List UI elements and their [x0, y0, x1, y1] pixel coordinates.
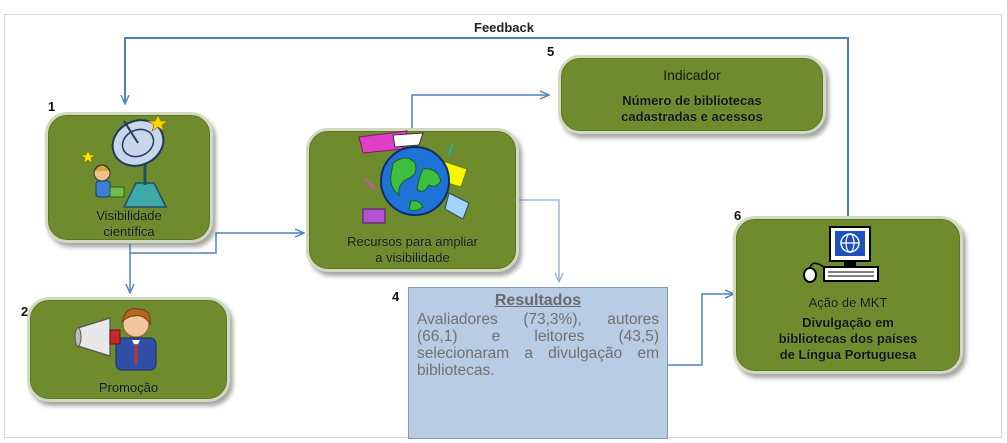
results-title: Resultados: [494, 292, 582, 309]
node-3-box: Recursos para ampliar a visibilidade: [306, 128, 519, 272]
node-5-line-2: cadastradas e acessos: [621, 109, 763, 124]
marketing-action-title: Ação de MKT: [808, 295, 888, 310]
indicator-title: Indicador: [663, 67, 721, 83]
node-1-number: 1: [48, 99, 56, 114]
node-4-number: 4: [392, 289, 400, 304]
node-6-number: 6: [734, 208, 742, 223]
node-4-results-box: Resultados Avaliadores (73,3%), autores …: [408, 287, 668, 439]
results-text: Avaliadores (73,3%), autores (66,1) e le…: [417, 311, 659, 379]
node-1-line-2: científica: [103, 224, 155, 239]
globe-icon: [358, 130, 470, 224]
node-3-line-1: Recursos para ampliar: [347, 234, 478, 249]
node-2-line-1: Promoção: [98, 380, 159, 395]
megaphone-person-icon: [74, 308, 157, 371]
feedback-label: Feedback: [474, 20, 534, 35]
node-2-number: 2: [21, 304, 29, 319]
node-1-line-1: Visibilidade: [96, 208, 162, 223]
satellite-dish-icon: [80, 114, 170, 208]
node-6-box: Ação de MKT Divulgação em bibliotecas do…: [733, 216, 963, 374]
node-5-number: 5: [547, 44, 555, 59]
node-2-box: Promoção: [27, 297, 230, 402]
computer-icon: [803, 226, 879, 283]
node-5-box: Indicador Número de bibliotecas cadastra…: [558, 55, 826, 134]
node-6-line-1: Divulgação em: [802, 315, 894, 330]
node-5-line-1: Número de bibliotecas: [622, 93, 762, 108]
node-1-box: Visibilidade científica: [45, 112, 213, 243]
node-6-line-2: bibliotecas dos países: [778, 331, 918, 346]
node-3-line-2: a visibilidade: [375, 250, 450, 265]
node-6-line-3: de Língua Portuguesa: [779, 347, 917, 362]
